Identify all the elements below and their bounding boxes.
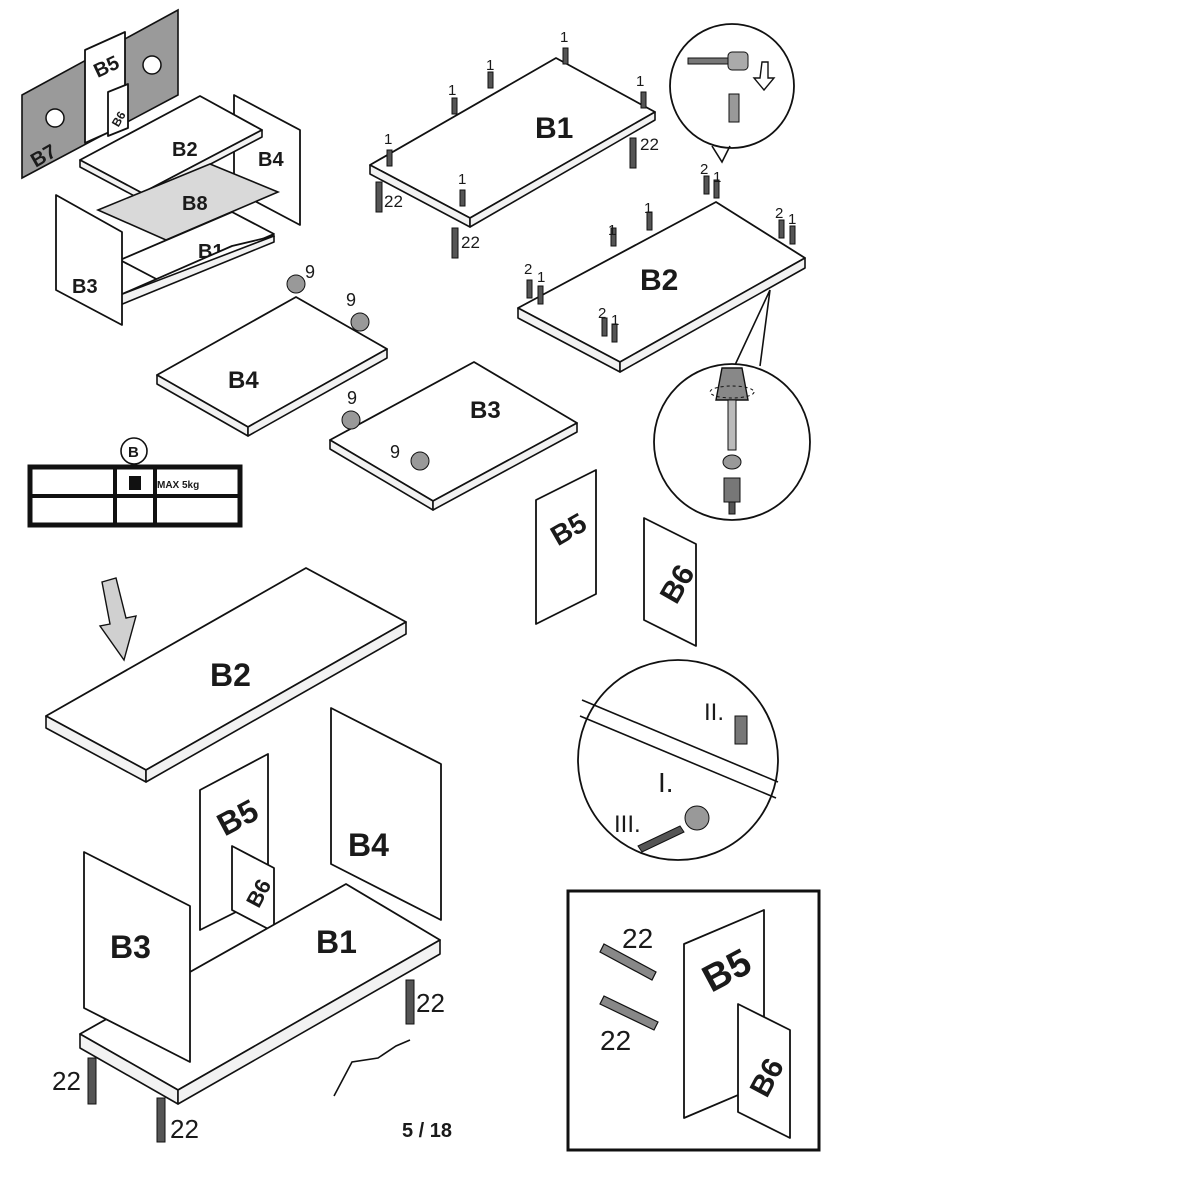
cam-lock-qty: 9 [305, 262, 315, 282]
label-b6-top: B6 [109, 109, 129, 130]
panel-b6-top [107, 83, 129, 137]
cam-pin-callout [669, 23, 795, 164]
dowel-qty: 1 [384, 131, 392, 148]
dowel-qty: 1 [458, 171, 466, 188]
label-b8: B8 [182, 193, 208, 215]
page-number: 5 / 18 [402, 1120, 452, 1142]
label-b4-side: B4 [258, 149, 284, 171]
exploded-cabinet-view: B7 B5 B6 B4 B2 B8 B1 B3 [21, 8, 301, 326]
label-b2-top: B2 [172, 139, 198, 161]
dowel-qty: 1 [486, 57, 494, 74]
label-b4-panel: B4 [228, 367, 259, 394]
screw-qty: 22 [622, 923, 653, 954]
label-b1-panel: B1 [535, 112, 573, 145]
label-b3-main: B3 [110, 929, 151, 965]
dowel-qty: 1 [537, 269, 545, 286]
callout-letter: B [128, 444, 139, 461]
step-label-1: I. [658, 767, 674, 798]
cam-pin-qty: 2 [700, 161, 708, 178]
screw-qty: 22 [461, 233, 480, 252]
panel-b3-side [55, 194, 123, 326]
step-label-2: II. [704, 699, 724, 726]
dowel-qty: 1 [608, 222, 616, 239]
label-b3-panel: B3 [470, 397, 501, 424]
cam-lock-steps-callout: II. I. III. [577, 659, 779, 861]
panel-b2-detail: B2 1 1 2 1 2 1 2 1 2 1 [517, 161, 806, 373]
cam-pin-qty: 2 [524, 261, 532, 278]
main-assembly: B2 B4 B5 B6 B1 B3 22 22 22 [45, 567, 445, 1144]
down-arrow [98, 577, 137, 662]
label-b2-main: B2 [210, 657, 251, 693]
screw-qty: 22 [52, 1066, 81, 1096]
shelf-b8 [95, 163, 281, 241]
allen-key-hand [333, 1039, 411, 1097]
dowel-qty: 1 [611, 312, 619, 329]
screw-qty: 22 [384, 192, 403, 211]
cam-pins-b2 [526, 175, 796, 343]
step-label-3: III. [614, 811, 641, 838]
weight-icon [129, 476, 141, 490]
screw-legs-main [87, 979, 415, 1143]
panels-b5-b6-detail: B5 B6 [535, 469, 702, 647]
cam-lock-qty: 9 [347, 388, 357, 408]
panel-b4-detail: B4 9 9 [156, 262, 388, 437]
dowel-qty: 1 [788, 211, 796, 228]
label-b4-main: B4 [348, 827, 389, 863]
label-b3-side: B3 [72, 276, 98, 298]
panel-b3-detail: B3 9 9 [329, 361, 578, 511]
screw-qty: 22 [640, 135, 659, 154]
cam-lock-qty: 9 [346, 290, 356, 310]
screw-qty: 22 [170, 1114, 199, 1144]
b5-b6-screw-box: B5 B6 22 22 [566, 889, 821, 1152]
cam-pin-qty: 2 [598, 305, 606, 322]
cam-pin-qty: 2 [775, 205, 783, 222]
screw-qty: 22 [600, 1025, 631, 1056]
panel-b1-detail: B1 1 1 1 1 1 1 22 22 22 [369, 29, 659, 259]
dowel-qty: 1 [644, 200, 652, 217]
max-load-label: MAX 5kg [157, 480, 199, 491]
label-b2-panel: B2 [640, 264, 678, 297]
screwdriver-callout [653, 289, 811, 521]
dowel-qty: 1 [713, 169, 721, 186]
shelf-b1 [119, 211, 275, 283]
shelf-load-icon: B MAX 5kg [27, 437, 243, 528]
screw-qty: 22 [416, 988, 445, 1018]
dowel-pins [386, 47, 647, 207]
label-b1-main: B1 [316, 924, 357, 960]
dowel-qty: 1 [560, 29, 568, 46]
dowel-qty: 1 [636, 73, 644, 90]
dowel-qty: 1 [448, 82, 456, 99]
screw-legs [375, 137, 637, 259]
cam-lock-qty: 9 [390, 442, 400, 462]
